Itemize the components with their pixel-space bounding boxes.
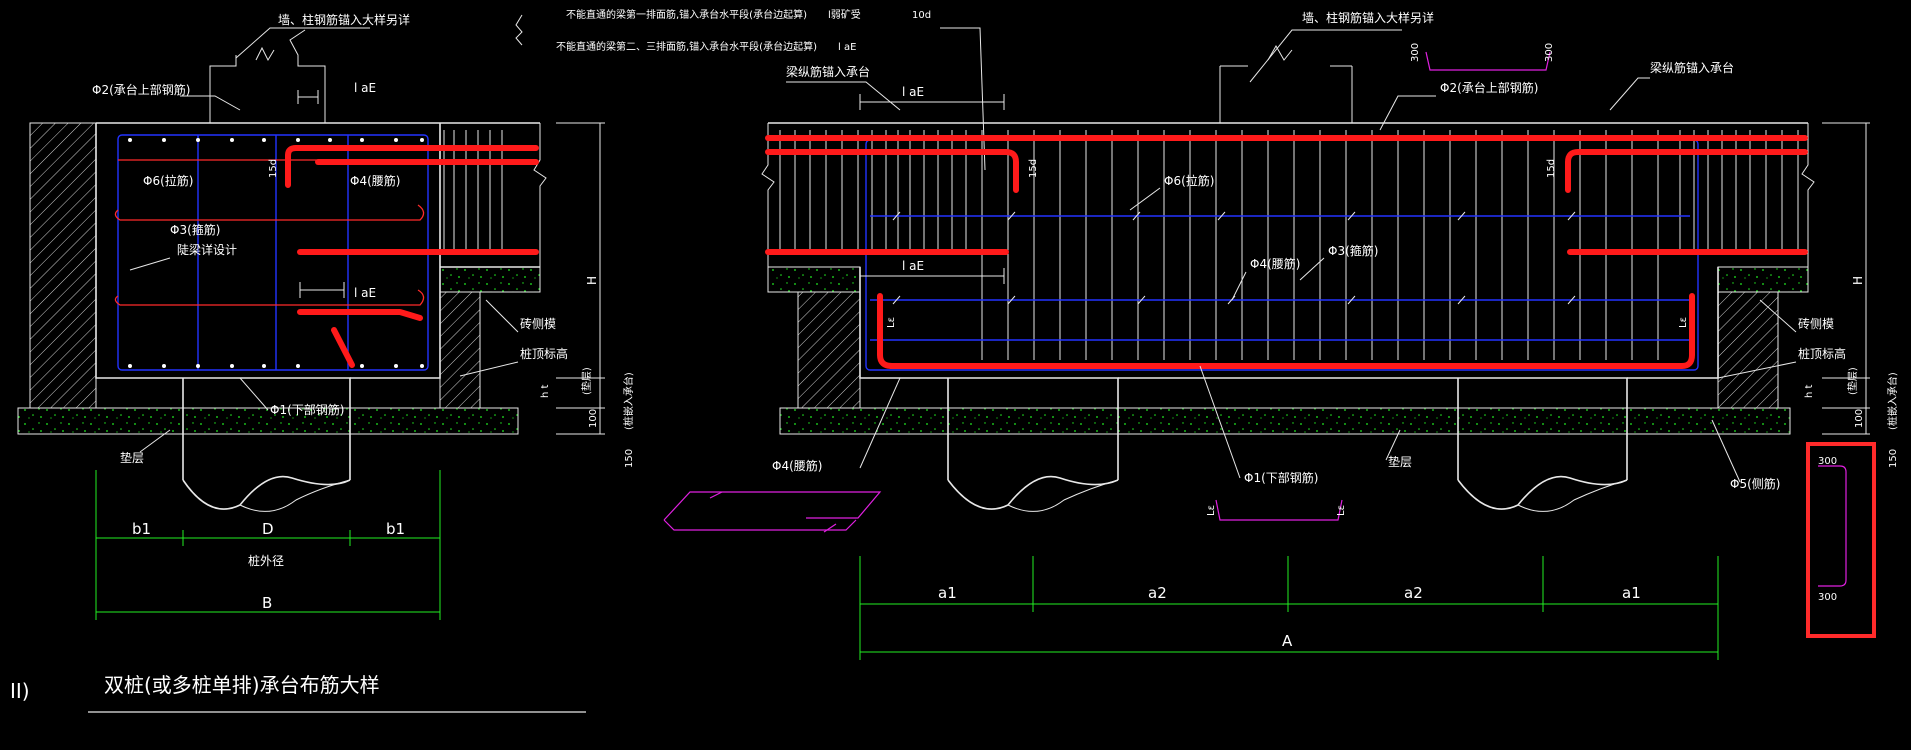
right-phi5-label: Φ5(侧筋): [1730, 476, 1780, 491]
left-pile-dia: 桩外径: [248, 553, 284, 568]
note-not-through-1: 不能直通的梁第一排面筋,锚入承台水平段(承台边起算): [566, 8, 807, 21]
right-lae-mid: l aE: [902, 259, 924, 273]
left-dim-b1-b: b1: [386, 520, 405, 538]
left-phi2-label: Φ2(承台上部钢筋): [92, 82, 190, 97]
detail-300-bot: 300: [1818, 592, 1837, 603]
left-top-rebar: [285, 145, 539, 188]
left-dim-b1-a: b1: [132, 520, 151, 538]
left-cushion-note: (垫层): [580, 367, 593, 395]
right-beam-anchor-left: 梁纵筋锚入承台: [786, 64, 870, 79]
left-dim-150: 150: [624, 449, 635, 468]
right-section-view: 墙、柱钢筋锚入大样另详 300 300 梁纵筋锚入承台 梁纵筋锚入承台 Φ2(承…: [663, 10, 1899, 660]
right-vertical-bars: [779, 130, 1799, 360]
right-dim-300-b: 300: [1544, 43, 1555, 62]
top-notes: 不能直通的梁第一排面筋,锚入承台水平段(承台边起算) l弱矿受 10d 不能直通…: [515, 8, 986, 171]
right-phi6-label: Φ6(拉筋): [1164, 173, 1214, 188]
left-dim-100: 100: [588, 409, 599, 428]
left-pile-top-label: 桩顶标高: [520, 346, 568, 361]
right-dim-ht: h t: [1804, 384, 1815, 398]
drawing-title-block: II) 双桩(或多桩单排)承台布筋大样: [10, 673, 586, 713]
left-dim-H: H: [585, 276, 599, 285]
drawing-title: 双桩(或多桩单排)承台布筋大样: [104, 673, 380, 697]
right-l-small-c: Lε: [1206, 505, 1217, 516]
right-15d-b: 15d: [1546, 159, 1557, 178]
left-lae-top: l aE: [354, 81, 376, 95]
right-dim-a2-b: a2: [1404, 584, 1423, 602]
left-cushion-slab: [17, 407, 519, 435]
left-phi1-label: Φ1(下部钢筋): [270, 402, 344, 417]
note-not-through-2-val: l aE: [838, 42, 856, 53]
right-wall-col-note: 墙、柱钢筋锚入大样另详: [1302, 10, 1434, 25]
right-brick-side-label: 砖侧模: [1798, 316, 1834, 331]
side-rebar-detail: 300 300: [1806, 442, 1876, 638]
right-cushion-note: (垫层): [1846, 367, 1859, 395]
left-pile-note: (桩嵌入承台): [622, 372, 635, 430]
right-dim-a2-a: a2: [1148, 584, 1167, 602]
right-dim-300-a: 300: [1410, 43, 1421, 62]
right-dim-A: A: [1282, 632, 1293, 650]
right-dim-a1-b: a1: [1622, 584, 1641, 602]
left-lae-mid: l aE: [354, 286, 376, 300]
right-beam-anchor-right: 梁纵筋锚入承台: [1650, 60, 1734, 75]
left-brick-side: [439, 291, 481, 409]
left-wall-hatch: [29, 122, 97, 409]
left-wall-col-note: 墙、柱钢筋锚入大样另详: [278, 12, 410, 27]
right-dim-100: 100: [1854, 409, 1865, 428]
left-dim-ht: h t: [540, 384, 551, 398]
left-cushion-label: 垫层: [120, 450, 144, 465]
right-phi4-label: Φ4(腰筋): [1250, 256, 1300, 271]
left-section-view: 墙、柱钢筋锚入大样另详 Φ2: [17, 12, 635, 620]
left-dim-D: D: [262, 520, 274, 538]
right-dim-H: H: [1851, 276, 1865, 285]
right-pile-top-label: 桩顶标高: [1798, 346, 1846, 361]
right-l-small-b: Lε: [1678, 317, 1689, 328]
left-beam-design: 陡梁详设计: [177, 242, 237, 257]
right-lae-top: l aE: [902, 85, 924, 99]
left-bottom-dims: [95, 470, 441, 620]
right-phi1-label: Φ1(下部钢筋): [1244, 470, 1318, 485]
left-dim-B: B: [262, 594, 272, 612]
right-l-small-d: Lε: [1336, 505, 1347, 516]
detail-300-top: 300: [1818, 456, 1837, 467]
right-bottom-rebar: [877, 293, 1695, 369]
right-phi4-bottom-label: Φ4(腰筋): [772, 458, 822, 473]
left-phi4-label: Φ4(腰筋): [350, 173, 400, 188]
left-phi3-label: Φ3(箍筋): [170, 222, 220, 237]
right-15d-a: 15d: [1028, 159, 1039, 178]
left-brick-side-label: 砖侧模: [520, 316, 556, 331]
note-not-through-1-unit: 10d: [912, 10, 931, 21]
right-pile-note: (桩嵌入承台): [1886, 372, 1899, 430]
highlight-box: [1806, 442, 1876, 638]
right-phi2-label: Φ2(承台上部钢筋): [1440, 80, 1538, 95]
right-bottom-dims: [859, 556, 1719, 660]
left-phi6-label: Φ6(拉筋): [143, 173, 193, 188]
right-dim-a1-a: a1: [938, 584, 957, 602]
left-15d: 15d: [268, 159, 279, 178]
right-cushion-label: 垫层: [1388, 454, 1412, 469]
right-dim-150: 150: [1888, 449, 1899, 468]
note-not-through-2: 不能直通的梁第二、三排面筋,锚入承台水平段(承台边起算): [556, 40, 817, 53]
figure-number: II): [10, 679, 30, 703]
note-not-through-1-val: l弱矿受: [828, 8, 861, 21]
right-phi3-label: Φ3(箍筋): [1328, 243, 1378, 258]
right-l-small-a: Lε: [886, 317, 897, 328]
